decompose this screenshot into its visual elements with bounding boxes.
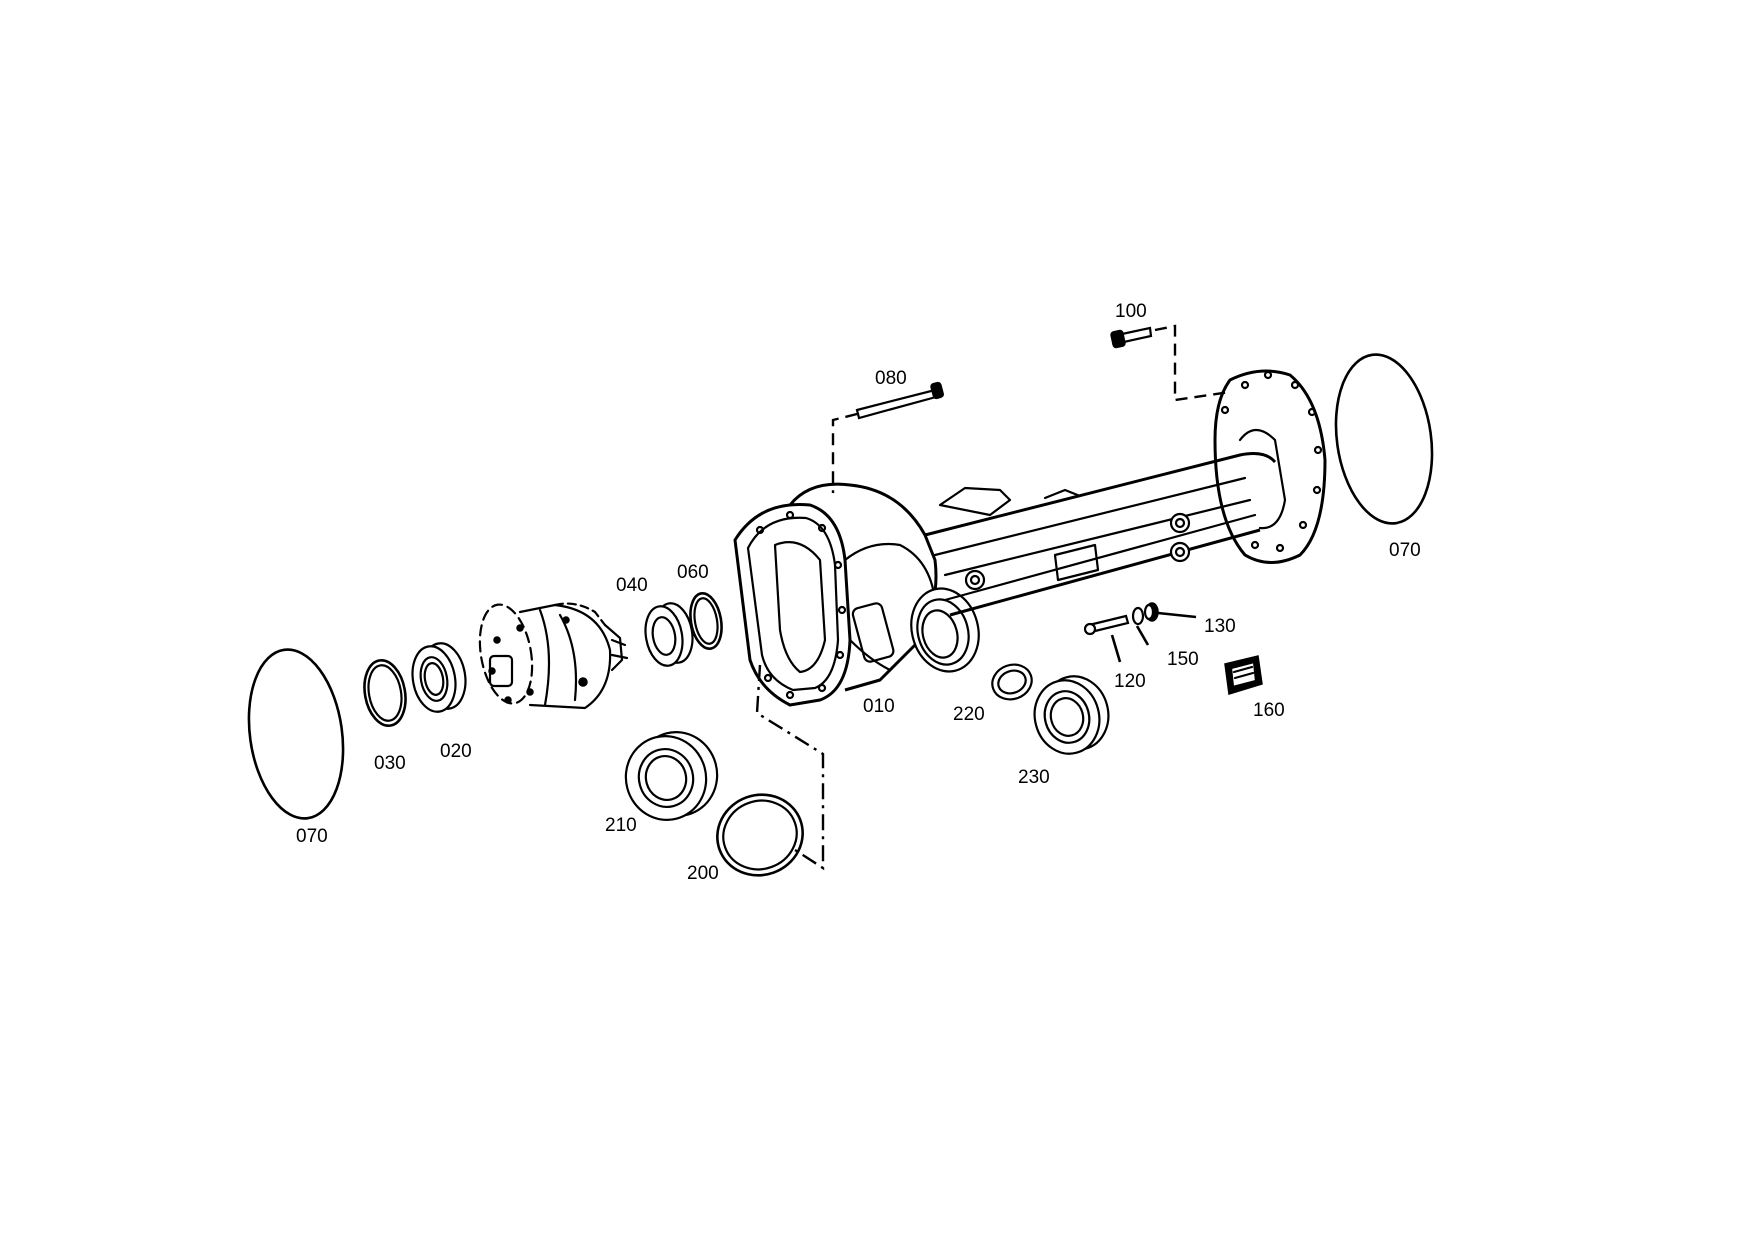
part-010-axle-housing [733, 369, 1327, 707]
part-040-seal [644, 602, 694, 667]
part-230-bearing [1033, 675, 1110, 755]
label-100: 100 [1115, 301, 1147, 322]
leader-200-dashdot [755, 664, 825, 871]
part-060-snap-ring [689, 592, 723, 650]
leader-100-dashed [1154, 324, 1231, 402]
label-030: 030 [374, 753, 406, 774]
label-020: 020 [440, 741, 472, 762]
part-070-left-oring [247, 648, 345, 820]
label-080: 080 [875, 368, 907, 389]
part-210-bearing [624, 731, 719, 821]
label-130: 130 [1204, 616, 1236, 637]
label-060: 060 [677, 562, 709, 583]
label-150: 150 [1167, 649, 1199, 670]
leader-080-dashed [831, 412, 858, 493]
label-120: 120 [1114, 671, 1146, 692]
label-200: 200 [687, 863, 719, 884]
label-160: 160 [1253, 700, 1285, 721]
part-130-nut [1143, 602, 1159, 622]
differential-assembly [478, 602, 629, 710]
label-040: 040 [616, 575, 648, 596]
callout-labels: 010 020 030 040 060 070 070 080 100 120 … [296, 301, 1421, 884]
part-150-washer [1131, 606, 1145, 626]
part-160-plate [1224, 655, 1263, 695]
part-120-stud [1083, 614, 1130, 636]
leader-120 [1110, 634, 1122, 663]
leader-130 [1157, 611, 1197, 619]
label-210: 210 [605, 815, 637, 836]
part-030-snap-ring [363, 659, 407, 727]
leader-150 [1135, 625, 1150, 646]
label-230: 230 [1018, 767, 1050, 788]
label-220: 220 [953, 704, 985, 725]
label-070-right: 070 [1389, 540, 1421, 561]
label-010: 010 [863, 696, 895, 717]
label-070-left: 070 [296, 826, 328, 847]
part-020-bearing [411, 642, 467, 713]
part-100-bolt [1110, 326, 1153, 349]
part-220-snap-ring [991, 663, 1033, 701]
part-200-ring [716, 793, 804, 877]
part-080-bolt [855, 381, 944, 420]
part-070-right-oring [1334, 353, 1434, 525]
